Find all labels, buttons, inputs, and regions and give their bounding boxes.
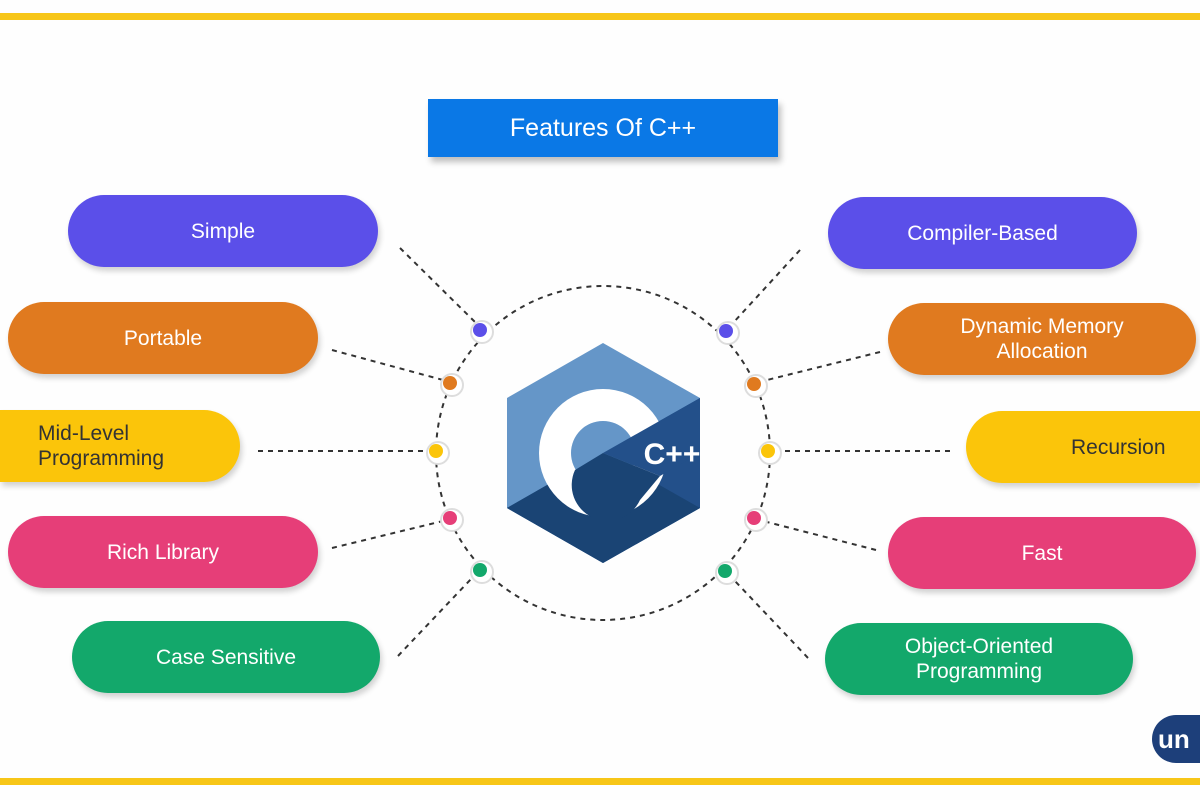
feature-compiler-based: Compiler-Based xyxy=(828,197,1137,269)
cpp-logo-icon: C++ xyxy=(507,343,700,563)
feature-dynamic-memory-allocation: Dynamic Memory Allocation xyxy=(888,303,1196,375)
cpp-logo-text: C++ xyxy=(644,438,701,471)
feature-label: Rich Library xyxy=(106,540,220,564)
connector-line xyxy=(331,349,444,381)
connector-dot xyxy=(719,324,733,338)
feature-mid-level-programming: Mid-Level Programming xyxy=(0,410,240,482)
feature-label: Portable xyxy=(123,326,203,350)
feature-label: Recursion xyxy=(1071,435,1166,459)
feature-recursion: Recursion xyxy=(966,411,1200,483)
feature-label: Compiler-Based xyxy=(907,221,1058,245)
feature-simple: Simple xyxy=(68,195,378,267)
feature-object-oriented-programming: Object-Oriented Programming xyxy=(825,623,1133,695)
connector-dot xyxy=(747,511,761,525)
feature-label: Mid-Level Programming xyxy=(38,422,165,470)
connector-dot xyxy=(747,377,761,391)
connector-dot xyxy=(718,564,732,578)
feature-label: Simple xyxy=(190,219,256,243)
connector-dot xyxy=(473,323,487,337)
connector-line xyxy=(732,578,809,659)
feature-label: Object-Oriented Programming xyxy=(904,635,1054,683)
connector-line xyxy=(762,351,881,382)
connector-dot xyxy=(429,444,443,458)
bottom-border xyxy=(0,778,1200,785)
feature-case-sensitive: Case Sensitive xyxy=(72,621,380,693)
feature-label: Dynamic Memory Allocation xyxy=(960,315,1124,363)
connector-line xyxy=(399,247,476,323)
connector-dot xyxy=(473,563,487,577)
feature-portable: Portable xyxy=(8,302,318,374)
top-border xyxy=(0,13,1200,20)
feature-fast: Fast xyxy=(888,517,1196,589)
connector-line xyxy=(331,520,444,549)
connector-line xyxy=(732,249,801,324)
connector-line xyxy=(762,520,877,551)
connector-dot xyxy=(761,444,775,458)
connector-dot xyxy=(443,376,457,390)
feature-label: Fast xyxy=(1021,541,1063,565)
brand-logo: un xyxy=(1152,715,1200,763)
page-title: Features Of C++ xyxy=(428,99,778,157)
connector-dot xyxy=(443,511,457,525)
feature-label: Case Sensitive xyxy=(155,645,297,669)
connector-line xyxy=(397,577,473,657)
feature-rich-library: Rich Library xyxy=(8,516,318,588)
